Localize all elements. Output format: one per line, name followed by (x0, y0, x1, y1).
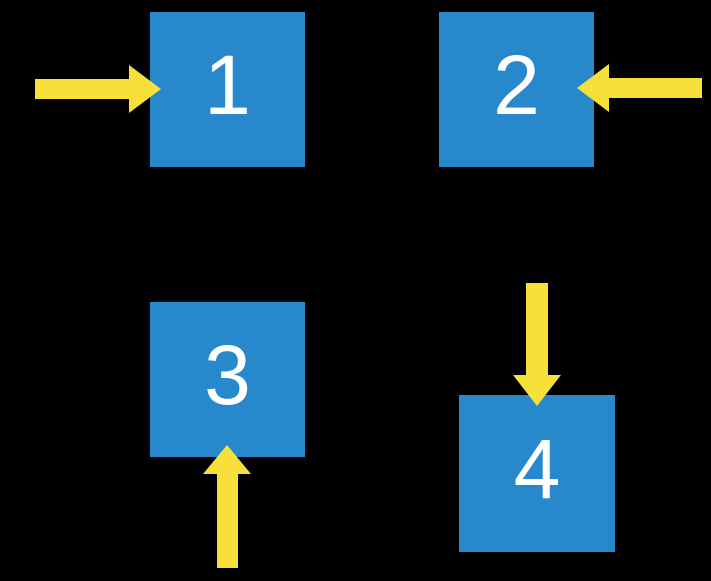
down-arrow-into-box-4 (513, 283, 561, 406)
box-1: 1 (150, 12, 305, 167)
up-arrow-into-box-3 (203, 445, 251, 568)
arrow-shaft (609, 78, 702, 98)
box-2: 2 (439, 12, 594, 167)
right-arrow-into-box-1 (35, 65, 161, 113)
arrow-head-down-icon (513, 375, 561, 406)
arrow-head-up-icon (203, 445, 251, 474)
left-arrow-into-box-2 (577, 64, 702, 112)
arrow-shaft (35, 79, 129, 99)
arrow-shaft (217, 474, 238, 568)
arrow-head-right-icon (129, 65, 161, 113)
box-2-label: 2 (493, 37, 540, 132)
box-3: 3 (150, 302, 305, 457)
arrow-shaft (526, 283, 548, 375)
box-1-label: 1 (204, 37, 251, 132)
box-4: 4 (459, 395, 615, 552)
arrow-head-left-icon (577, 64, 609, 112)
box-3-label: 3 (204, 327, 251, 422)
box-4-label: 4 (513, 421, 561, 516)
